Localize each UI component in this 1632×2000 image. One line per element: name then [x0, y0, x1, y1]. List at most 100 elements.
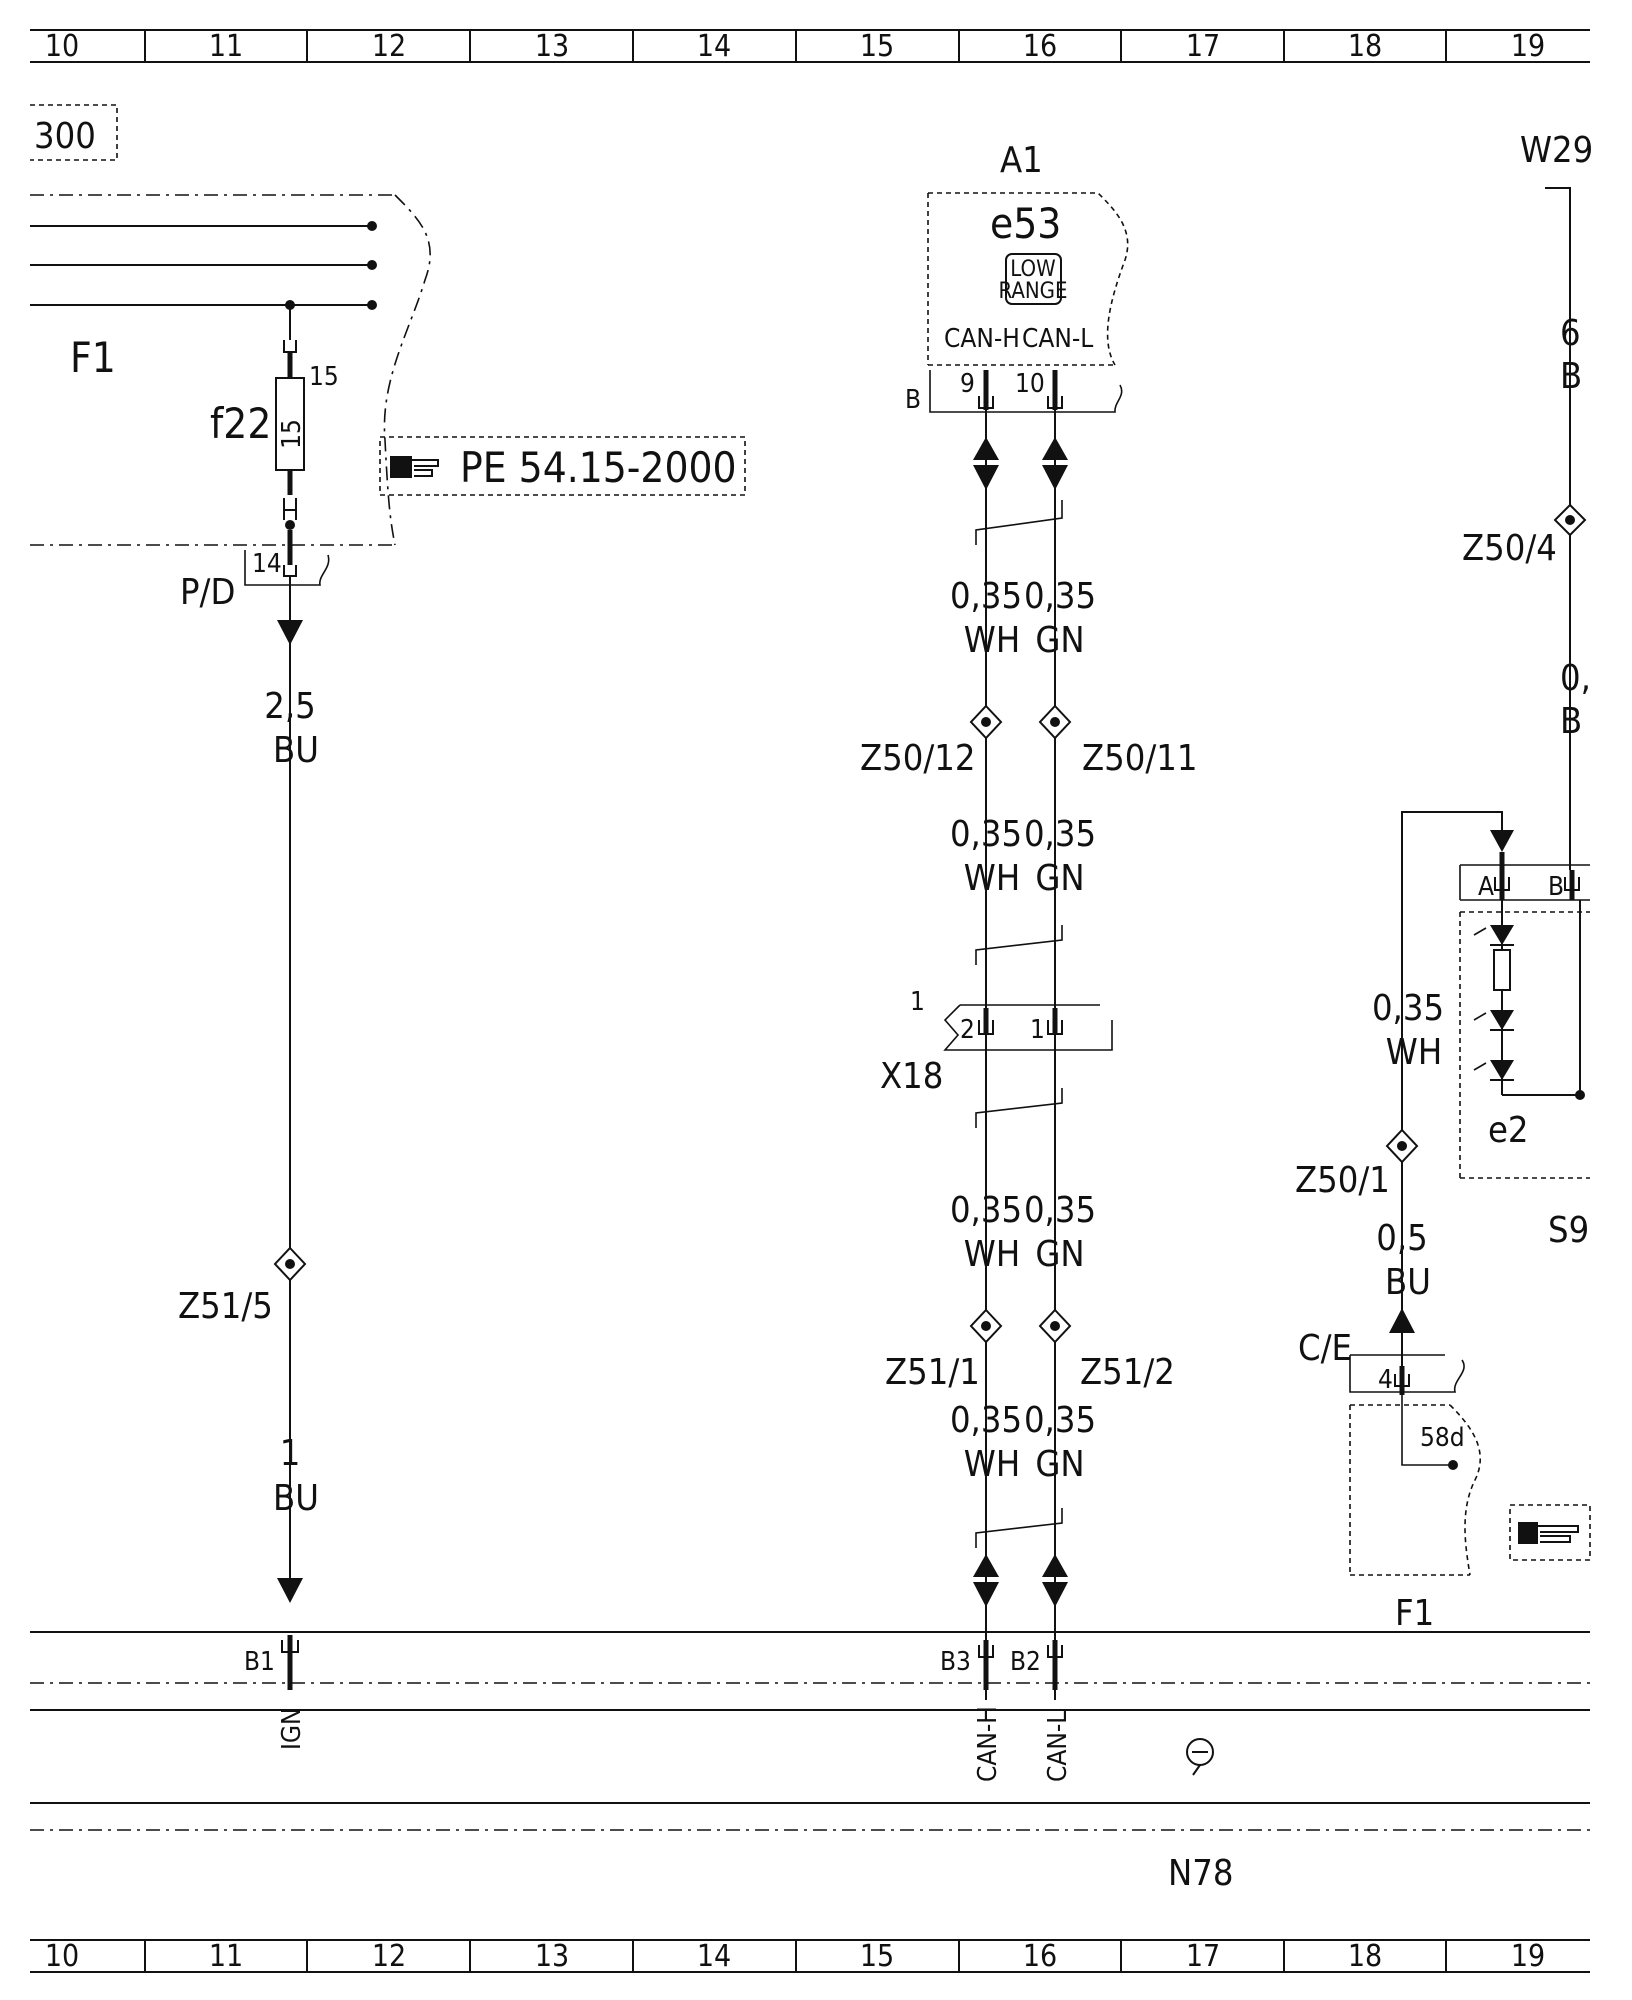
fuse-box-connector: P/D [180, 572, 235, 613]
lamp-e2: e2 [1488, 1110, 1529, 1151]
a1-pin-9: 9 [960, 369, 975, 399]
grid-col-top: 19 [1511, 29, 1545, 64]
splice-z50-4: Z50/4 [1462, 528, 1557, 569]
grid-col-top: 13 [535, 29, 569, 64]
splice-z51-5: Z51/5 [178, 1286, 273, 1327]
grid-col-top: 10 [45, 29, 79, 64]
grid-col-bottom: 13 [535, 1939, 569, 1974]
wire-size: 0,35 [1024, 1400, 1096, 1441]
ign-wire: 2,5 BU Z51/5 1 BU B1 IGN [178, 576, 319, 1750]
grid-col-top: 14 [697, 29, 731, 64]
can-h-wire: 0,35 WH Z50/12 0,35 WH 0,35 WH Z51/1 0,3… [860, 370, 1022, 1782]
s9-pin-a: A [1478, 872, 1494, 902]
grid-col-bottom: 17 [1186, 1939, 1220, 1974]
wire-color: BU [273, 1478, 319, 1519]
n78-label-canh: CAN-H [973, 1706, 1003, 1782]
connector-x18: 1 2 1 X18 [880, 987, 1113, 1097]
n78-pin-ign: B1 [244, 1647, 275, 1677]
x18-label: X18 [880, 1056, 943, 1097]
wire-color: GN [1035, 620, 1084, 661]
grid-col-top: 16 [1023, 29, 1057, 64]
grid-col-top: 18 [1348, 29, 1382, 64]
hand-pointer-icon [412, 459, 439, 477]
wire-size: 0, [1560, 658, 1591, 699]
e2-feed-wire: 0,35 WH Z50/1 0,5 BU [1295, 988, 1444, 1370]
a1-label: A1 [1000, 140, 1043, 181]
bottom-grid-ruler: 10 11 12 13 14 15 16 17 18 19 [30, 1939, 1590, 1974]
splice-z50-12: Z50/12 [860, 738, 976, 779]
pin-label-canh: CAN-H [944, 324, 1020, 354]
fuse-box-f1-lower: C/E 4 58d F1 [1298, 1328, 1481, 1634]
f1-lower-pin: 4 [1378, 1365, 1393, 1395]
pin-label-canl: CAN-L [1022, 324, 1093, 354]
fuse-box-f1: F1 15 15 f22 14 P/D [30, 194, 431, 613]
grid-col-bottom: 15 [860, 1939, 894, 1974]
wire-color: B [1560, 356, 1582, 397]
reference-box: PE 54.15-2000 [379, 436, 746, 496]
wire-color: WH [964, 858, 1020, 899]
hand-pointer-icon [1518, 1522, 1538, 1544]
n78-label-canl: CAN-L [1043, 1711, 1073, 1782]
grid-col-top: 12 [372, 29, 406, 64]
wire-size: 0,35 [1024, 814, 1096, 855]
wire-color: WH [964, 620, 1020, 661]
splice-z50-1: Z50/1 [1295, 1160, 1390, 1201]
x18-pin-1: 1 [1030, 1015, 1045, 1045]
fuse-name: f22 [210, 399, 271, 448]
ground-w29: W29 6 B Z50/4 0, B [1462, 130, 1593, 870]
reference-text: PE 54.15-2000 [460, 443, 737, 492]
a1-pin-10: 10 [1015, 369, 1045, 399]
splice-z50-11: Z50/11 [1082, 738, 1198, 779]
grid-col-bottom: 16 [1023, 1939, 1057, 1974]
splice-z51-1: Z51/1 [885, 1352, 980, 1393]
ref-number-box: 300 [30, 104, 118, 161]
grid-col-bottom: 18 [1348, 1939, 1382, 1974]
switch-s9: A B e2 S9 [1401, 811, 1590, 1251]
grid-col-bottom: 12 [372, 1939, 406, 1974]
w29-label: W29 [1520, 130, 1593, 171]
wire-size: 0,35 [950, 814, 1022, 855]
f1-lower-connector: C/E [1298, 1328, 1352, 1369]
x18-pin-2: 2 [960, 1015, 975, 1045]
grid-col-top: 11 [209, 29, 243, 64]
s9-pin-b: B [1548, 872, 1564, 902]
grid-col-bottom: 14 [697, 1939, 731, 1974]
low-range-indicator: LOW [1010, 257, 1055, 282]
instrument-cluster-a1: A1 e53 LOW RANGE CAN-H CAN-L B 9 10 [905, 140, 1129, 415]
f1-lower-label: F1 [1395, 1593, 1434, 1634]
wire-color: WH [964, 1234, 1020, 1275]
wire-color: B [1560, 701, 1582, 742]
can-l-wire: 0,35 GN Z50/11 0,35 GN 0,35 GN Z51/2 0,3… [1010, 370, 1198, 1782]
n78-label: N78 [1168, 1853, 1233, 1894]
module-n78: N78 [30, 1631, 1590, 1894]
s9-label: S9 [1548, 1210, 1589, 1251]
low-range-indicator: RANGE [998, 279, 1067, 304]
grid-col-top: 17 [1186, 29, 1220, 64]
wire-size: 0,35 [1024, 576, 1096, 617]
wire-color: BU [273, 730, 319, 771]
wire-color: WH [1386, 1032, 1442, 1073]
wire-color: GN [1035, 858, 1084, 899]
n78-pin-canh: B3 [940, 1647, 971, 1677]
fuse-box-pin: 14 [252, 549, 282, 579]
wire-size: 6 [1560, 313, 1581, 354]
hand-pointer-icon [1538, 1525, 1579, 1543]
wire-size: 0,35 [950, 1400, 1022, 1441]
wire-size: 0,35 [1372, 988, 1444, 1029]
splice-z51-2: Z51/2 [1080, 1352, 1175, 1393]
fuse-pin-label: 15 [309, 362, 339, 392]
x18-side-pin: 1 [910, 987, 925, 1017]
grid-col-bottom: 11 [209, 1939, 243, 1974]
wire-size: 2,5 [264, 686, 316, 727]
fuse-box-label: F1 [70, 333, 116, 382]
grid-col-bottom: 10 [45, 1939, 79, 1974]
wire-color: GN [1035, 1444, 1084, 1485]
wire-color: BU [1385, 1262, 1431, 1303]
reference-hand-right [1509, 1504, 1591, 1561]
twisted-pair-markers [975, 500, 1063, 1548]
top-grid-ruler: 10 11 12 13 14 15 16 17 18 19 [30, 29, 1590, 64]
n78-label-ign: IGN [277, 1707, 307, 1750]
n78-pin-canl: B2 [1010, 1647, 1041, 1677]
wire-size: 0,35 [950, 576, 1022, 617]
